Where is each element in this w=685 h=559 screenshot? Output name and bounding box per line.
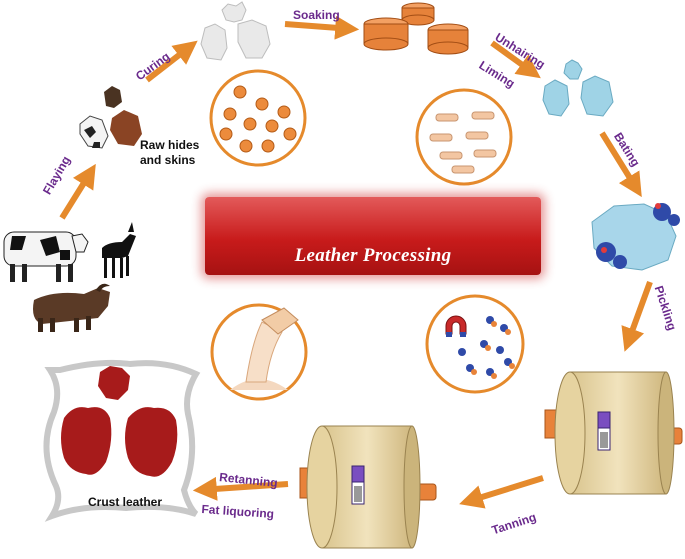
raw-hides-label: Raw hides and skins: [140, 138, 200, 167]
arrow-pickling: [621, 280, 653, 352]
buffalo-image: [33, 283, 110, 332]
step-label-soaking: Soaking: [293, 8, 340, 22]
bating-hide-image: [591, 203, 680, 271]
fat-liquoring-circle: [210, 303, 308, 401]
tanning-drum-image: [544, 371, 683, 495]
crust-leather-image: [43, 359, 201, 522]
arrow-tanning: [459, 475, 544, 509]
title-banner: Leather Processing: [205, 197, 541, 275]
arrow-soaking: [284, 15, 360, 40]
pickling-molecules-circle: [425, 294, 525, 394]
limed-hides-image: [542, 59, 614, 117]
arrow-unhairing: [490, 40, 541, 79]
arrow-curing: [145, 40, 198, 83]
retanning-drum-image: [299, 425, 437, 549]
lime-particles-circle: [415, 88, 513, 186]
salt-pellets-circle: [209, 69, 307, 167]
crust-leather-label: Crust leather: [88, 495, 163, 509]
arrow-bating: [599, 131, 642, 198]
raw-hides-image: [79, 86, 142, 149]
arrow-retanning: [192, 476, 289, 501]
diagram-title: Leather Processing: [294, 245, 452, 266]
goat-image: [102, 222, 136, 278]
arrow-flaying: [59, 163, 96, 220]
soaking-bins-image: [363, 2, 469, 55]
cow-image: [3, 231, 89, 282]
process-arrows: [59, 15, 653, 509]
cured-hides-image: [200, 1, 271, 61]
